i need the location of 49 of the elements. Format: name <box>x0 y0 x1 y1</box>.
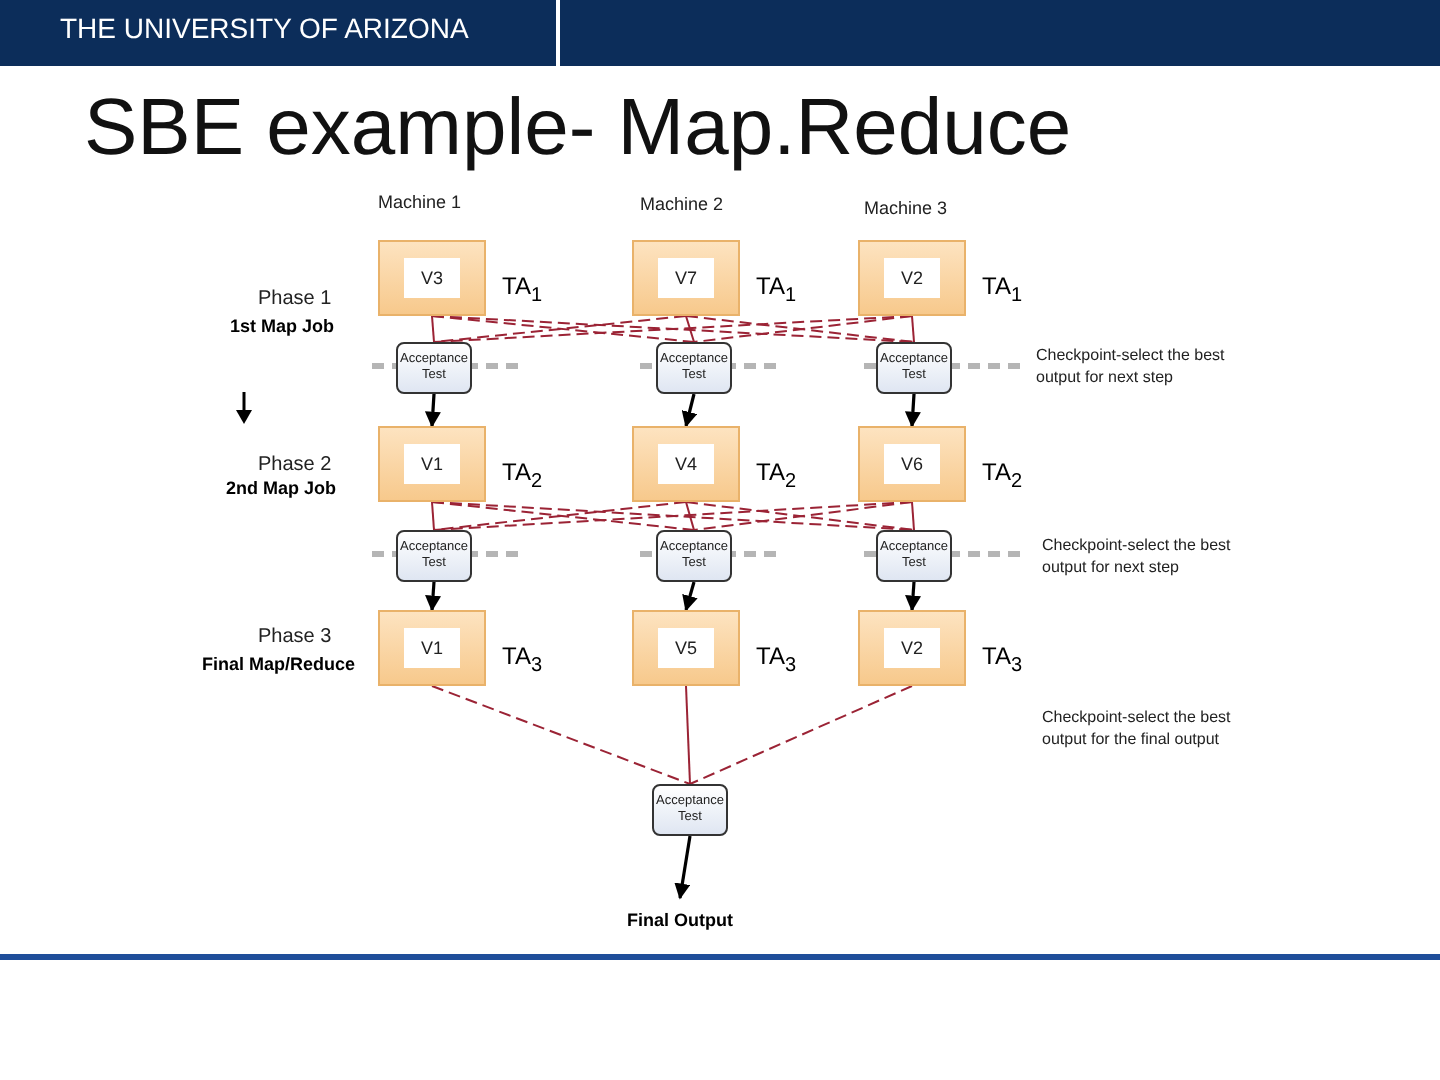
connector-line <box>685 685 691 785</box>
time-assignment-label: TA$_{3}$ <box>982 642 1023 677</box>
output-label: Final Output <box>627 910 733 930</box>
machine-box: V2 <box>858 240 966 316</box>
arrow <box>682 581 698 612</box>
arrow <box>905 581 921 612</box>
machine-box: V2 <box>858 610 966 686</box>
checkpoint-note: Checkpoint-select the best output for next step <box>1036 346 1227 390</box>
machine-box: V6 <box>858 426 966 502</box>
machine-box: V7 <box>632 240 740 316</box>
connector-line <box>911 501 915 531</box>
time-assignment-label: TA$_{1}$ <box>756 272 797 307</box>
checkpoint-note: Checkpoint-select the best output for next step <box>1042 536 1233 580</box>
connector-line <box>911 315 915 343</box>
arrow <box>424 393 441 428</box>
column-heading: Machine 1 <box>378 190 462 215</box>
phase-label: 1st Map Job <box>230 314 335 339</box>
phase-label: 2nd Map Job <box>226 476 337 501</box>
letterhead-text: THE UNIVERSITY OF ARIZONA <box>60 10 469 48</box>
connector-line <box>431 501 435 531</box>
arrow <box>904 393 921 428</box>
connector-line <box>689 685 913 785</box>
arrow <box>674 835 692 900</box>
phase-label: Phase 2 <box>258 452 332 479</box>
checkpoint-note: Checkpoint-select the best output for the final output <box>1042 708 1233 752</box>
time-assignment-label: TA$_{2}$ <box>502 458 543 493</box>
time-assignment-label: TA$_{1}$ <box>502 272 543 307</box>
time-assignment-label: TA$_{2}$ <box>982 458 1023 493</box>
title: SBE example- Map.Reduce <box>84 84 1072 174</box>
column-heading: Machine 2 <box>640 192 724 217</box>
time-assignment-label: TA$_{1}$ <box>982 272 1023 307</box>
connector-line <box>431 685 691 785</box>
column-heading: Machine 3 <box>864 196 948 221</box>
connector-line <box>431 315 435 343</box>
connector-line <box>685 315 695 343</box>
machine-box: V1 <box>378 610 486 686</box>
phase-label: Phase 3 <box>258 624 332 651</box>
arrow <box>425 581 441 612</box>
arrow <box>681 393 698 428</box>
machine-box: V4 <box>632 426 740 502</box>
machine-box: V1 <box>378 426 486 502</box>
time-assignment-label: TA$_{2}$ <box>756 458 797 493</box>
phase-label: Phase 1 <box>258 286 332 313</box>
machine-box: V5 <box>632 610 740 686</box>
time-assignment-label: TA$_{3}$ <box>502 642 543 677</box>
machine-box: V3 <box>378 240 486 316</box>
connector-line <box>685 501 695 531</box>
phase-label: Final Map/Reduce <box>202 652 356 677</box>
time-assignment-label: TA$_{3}$ <box>756 642 797 677</box>
